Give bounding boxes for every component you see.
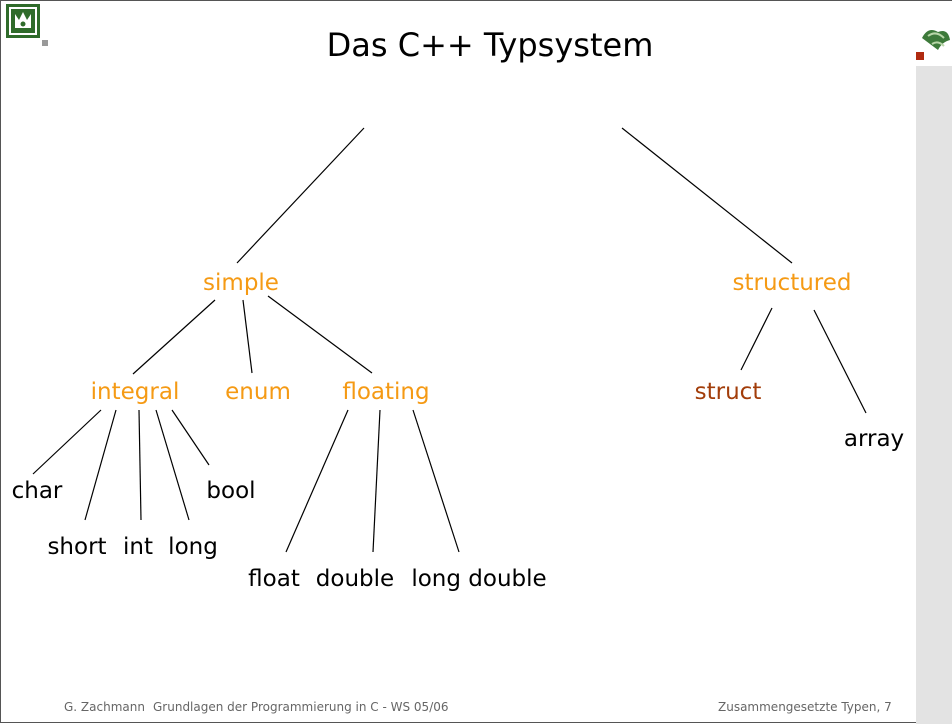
university-seal-icon (6, 4, 48, 46)
footer-page: Zusammengesetzte Typen, 7 (718, 700, 892, 714)
node-long-double: long double (411, 566, 547, 592)
edge-integral-char (32, 409, 102, 475)
slide-frame (0, 0, 916, 723)
slide-title: Das C++ Typsystem (326, 26, 654, 64)
edge-integral-long (155, 409, 190, 521)
node-double: double (315, 566, 395, 592)
node-long: long (168, 534, 218, 560)
node-array: array (843, 426, 905, 452)
edge-structured-struct (740, 307, 773, 371)
edge-root-simple (236, 127, 365, 264)
node-short: short (47, 534, 107, 560)
node-floating: floating (342, 379, 430, 405)
node-float: float (248, 566, 300, 592)
tree-edges (32, 127, 867, 553)
right-sidebar (916, 0, 952, 724)
node-simple: simple (203, 270, 279, 296)
edge-simple-integral (132, 299, 216, 375)
node-int: int (123, 534, 153, 560)
edge-root-structured (621, 127, 793, 264)
footer-course: Grundlagen der Programmierung in C - WS … (153, 700, 449, 714)
edge-floating-long-double (412, 409, 460, 553)
node-structured: structured (732, 270, 852, 296)
node-integral: integral (90, 379, 180, 405)
node-bool: bool (206, 478, 256, 504)
edge-integral-bool (171, 409, 210, 466)
edge-simple-enum (242, 299, 253, 374)
node-struct: struct (694, 379, 762, 405)
edge-integral-short (84, 409, 117, 521)
edge-floating-float (285, 409, 349, 553)
node-char: char (11, 478, 63, 504)
node-enum: enum (225, 379, 291, 405)
edge-structured-array (813, 309, 867, 414)
footer-author: G. Zachmann (64, 700, 145, 714)
edge-integral-int (138, 409, 142, 521)
edge-floating-double (372, 409, 381, 553)
ivy-leaves-icon (916, 30, 950, 60)
edge-simple-floating (267, 295, 373, 374)
